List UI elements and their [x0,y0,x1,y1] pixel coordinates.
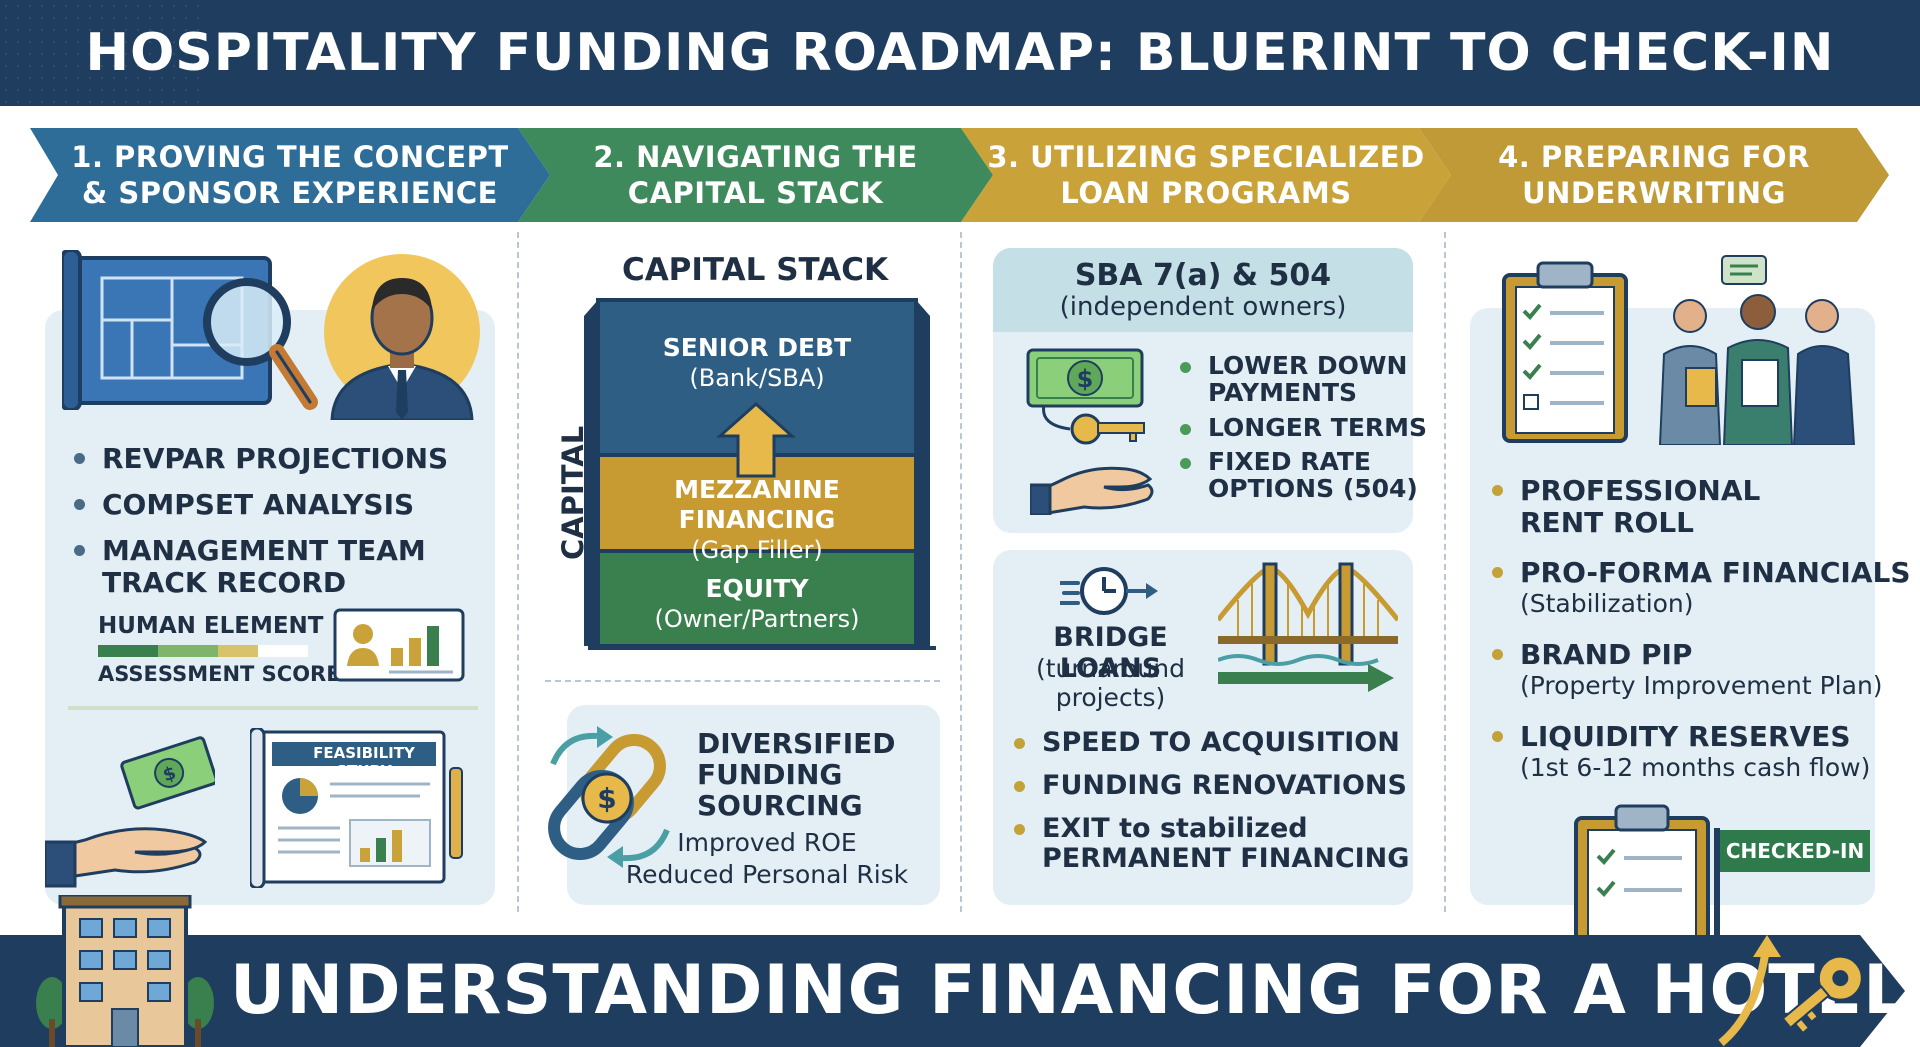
footer-banner [0,935,1905,1047]
sba-subtitle: (independent owners) [1059,292,1347,322]
human-element-label: HUMAN ELEMENT [98,613,324,639]
mezzanine-layer: MEZZANINE FINANCING (Gap Filler) [598,475,916,565]
step-1-label: 1. PROVING THE CONCEPT & SPONSOR EXPERIE… [71,140,509,210]
senior-debt-label: SENIOR DEBT [662,333,852,362]
column-separator [517,232,519,912]
brand-pip-sub: (Property Improvement Plan) [1520,671,1883,700]
feasibility-study-label: FEASIBILITY STUDY [313,744,415,780]
mezzanine-label: MEZZANINE FINANCING [674,475,840,534]
page-title: HOSPITALITY FUNDING ROADMAP: BLUERINT TO… [85,23,1835,83]
assessment-score-label: ASSESSMENT SCORE [98,662,341,686]
senior-debt-layer: SENIOR DEBT (Bank/SBA) [598,333,916,393]
businessman-icon [324,254,480,420]
step-2-label: 2. NAVIGATING THE CAPITAL STACK [593,140,918,210]
sba-title: SBA 7(a) & 504 [1074,258,1332,293]
checked-clipboard-icon [1574,804,1710,940]
speed-to-acquisition-item: SPEED TO ACQUISITION [1012,728,1400,758]
col2-dashed-divider [545,680,940,682]
pro-forma-sub: (Stabilization) [1520,589,1694,618]
chain-link-icon: $ [548,726,670,868]
dollar-bill-icon: $ [1026,348,1144,408]
col1-divider [68,706,478,710]
revpar-projections-item: REVPAR PROJECTIONS [72,443,448,475]
equity-layer: EQUITY (Owner/Partners) [598,574,916,634]
banner-arrow-shape [961,128,1451,222]
capital-stack-title: CAPITAL STACK [621,252,889,288]
banner-arrow-shape [518,128,993,222]
equity-label: EQUITY [705,574,809,603]
liquidity-reserves-label: LIQUIDITY RESERVES [1520,720,1851,753]
clock-icon [1060,567,1158,615]
svg-text:$: $ [1077,365,1094,393]
bridge-loans-title: BRIDGE LOANS [1053,622,1168,684]
longer-terms-item: LONGER TERMS [1178,414,1427,441]
professional-rent-roll-item: PROFESSIONAL RENT ROLL [1490,475,1760,539]
banner-arrow-shape [1419,128,1889,222]
reduced-risk-label: Reduced Personal Risk [625,860,909,889]
key-icon [1030,405,1154,515]
header-bar: HOSPITALITY FUNDING ROADMAP: BLUERINT TO… [0,0,1920,106]
cash-hand-icon: $ [45,736,215,888]
team-icon [1658,255,1856,445]
scorecard-icon [333,608,465,682]
bridge-loans-subtitle: (turnaround projects) [1036,654,1185,712]
footer-title: UNDERSTANDING FINANCING FOR A HOTEL [230,951,1908,1030]
column-separator [1444,232,1446,912]
step-banner-4: 4. PREPARING FOR UNDERWRITING [1419,128,1889,222]
step-3-label: 3. UTILIZING SPECIALIZED LOAN PROGRAMS [987,140,1425,210]
clipboard-icon [1502,261,1628,443]
svg-text:$: $ [160,762,178,786]
improved-roe-label: Improved ROE [677,828,857,857]
mezzanine-sub: (Gap Filler) [691,536,823,564]
score-bar [98,645,308,657]
lower-down-payments-item: LOWER DOWN PAYMENTS [1178,352,1407,406]
svg-text:$: $ [597,782,616,815]
step-banner-2: 2. NAVIGATING THE CAPITAL STACK [518,128,993,222]
column-separator [960,232,962,912]
liquidity-reserves-item: LIQUIDITY RESERVES (1st 6-12 months cash… [1490,721,1870,783]
flag-pole [1714,828,1720,938]
capital-stack-block [584,298,936,650]
exit-permanent-item: EXIT to stabilized PERMANENT FINANCING [1012,814,1409,874]
fixed-rate-item: FIXED RATE OPTIONS (504) [1178,448,1418,502]
bridge-icon [1218,562,1398,692]
equity-sub: (Owner/Partners) [654,605,860,633]
brand-pip-label: BRAND PIP [1520,638,1693,671]
checked-in-badge: CHECKED-IN [1720,830,1870,872]
management-team-item: MANAGEMENT TEAM TRACK RECORD [72,535,426,599]
golden-key-icon [1718,935,1864,1047]
step-banner-1: 1. PROVING THE CONCEPT & SPONSOR EXPERIE… [30,128,550,222]
sba-title-band [993,248,1413,332]
hotel-icon [36,895,214,1047]
feasibility-report-icon [250,728,463,888]
pro-forma-item: PRO-FORMA FINANCIALS (Stabilization) [1490,557,1911,619]
compset-analysis-item: COMPSET ANALYSIS [72,489,414,521]
funding-renovations-item: FUNDING RENOVATIONS [1012,771,1407,801]
diversified-funding-label: DIVERSIFIED FUNDING SOURCING [697,727,896,822]
step-banner-3: 3. UTILIZING SPECIALIZED LOAN PROGRAMS [961,128,1451,222]
step-4-label: 4. PREPARING FOR UNDERWRITING [1498,140,1810,210]
brand-pip-item: BRAND PIP (Property Improvement Plan) [1490,639,1883,701]
liquidity-reserves-sub: (1st 6-12 months cash flow) [1520,753,1871,782]
magnifier-icon [203,278,318,410]
senior-debt-sub: (Bank/SBA) [689,364,825,392]
banner-arrow-shape [30,128,550,222]
pro-forma-label: PRO-FORMA FINANCIALS [1520,556,1911,589]
